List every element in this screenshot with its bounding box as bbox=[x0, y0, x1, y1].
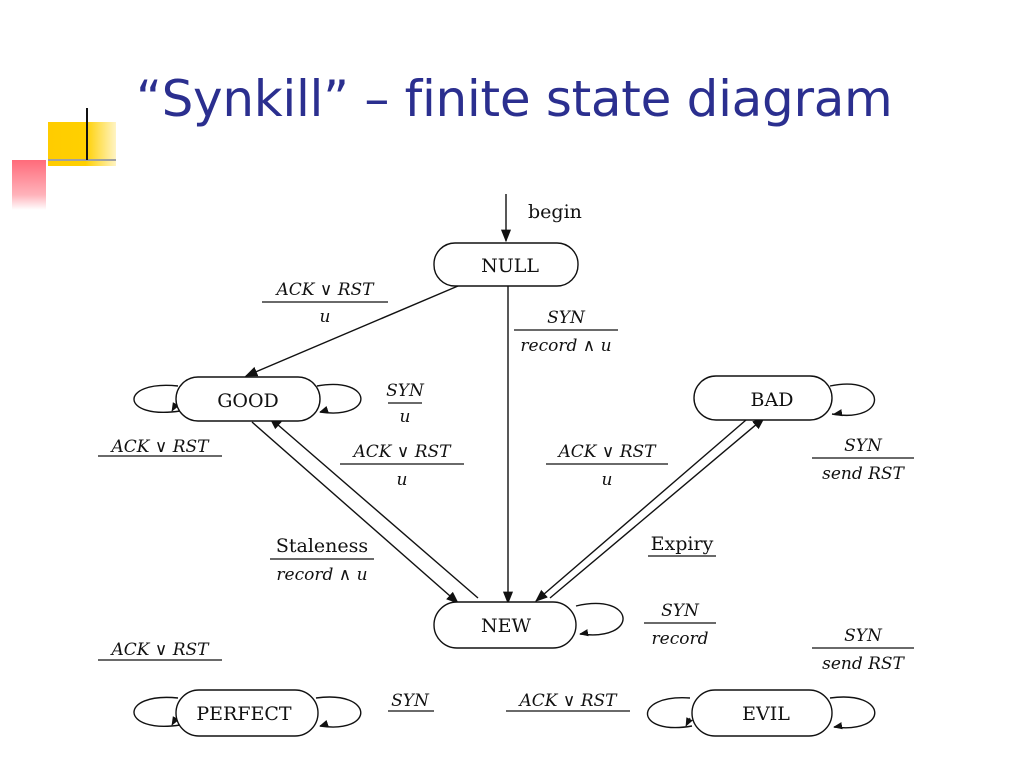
state-new-label: NEW bbox=[481, 615, 531, 637]
state-good-label: GOOD bbox=[217, 390, 279, 412]
loop-perfect-right bbox=[315, 696, 362, 728]
label-new-good-num: ACK ∨ RST bbox=[351, 442, 452, 462]
slide-title: “Synkill” – finite state diagram bbox=[136, 70, 893, 128]
state-new bbox=[433, 601, 577, 649]
label-evil-loop-left: ACK ∨ RST bbox=[517, 691, 618, 711]
label-null-good-num: ACK ∨ RST bbox=[274, 280, 375, 300]
label-evil-loop-right-den: send RST bbox=[822, 654, 905, 674]
label-good-loop-right-den: u bbox=[400, 407, 411, 427]
label-new-loop-num: SYN bbox=[661, 601, 700, 621]
title-decoration-red-block bbox=[12, 160, 46, 210]
label-good-loop-left: ACK ∨ RST bbox=[109, 437, 210, 457]
label-bad-loop-den: send RST bbox=[822, 464, 905, 484]
state-perfect-label: PERFECT bbox=[196, 703, 292, 725]
state-null bbox=[433, 242, 579, 287]
loop-good-right bbox=[316, 383, 362, 414]
state-null-label: NULL bbox=[481, 255, 539, 277]
loop-new-right bbox=[575, 602, 624, 636]
label-new-bad-num: ACK ∨ RST bbox=[556, 442, 657, 462]
state-bad bbox=[693, 375, 833, 421]
title-decoration-bar bbox=[86, 108, 88, 160]
edge-null-to-good bbox=[244, 285, 459, 377]
label-new-good-den: u bbox=[397, 470, 408, 490]
state-perfect bbox=[175, 689, 319, 737]
edge-good-to-new bbox=[251, 421, 459, 604]
begin-label: begin bbox=[528, 201, 582, 223]
label-bad-loop-num: SYN bbox=[844, 436, 883, 456]
label-good-new-den: record ∧ u bbox=[276, 565, 367, 585]
loop-bad-right bbox=[829, 383, 876, 416]
loop-good-left bbox=[133, 384, 181, 413]
edge-bad-to-new bbox=[535, 419, 747, 602]
label-bad-new: Expiry bbox=[651, 533, 714, 555]
edge-new-to-bad bbox=[549, 417, 765, 599]
label-null-new-den: record ∧ u bbox=[520, 336, 611, 356]
title-decoration-yellow-block bbox=[48, 122, 116, 166]
label-new-loop-den: record bbox=[652, 629, 709, 649]
label-null-new-num: SYN bbox=[547, 308, 586, 328]
title-decoration-rule bbox=[48, 159, 116, 161]
loop-evil-right bbox=[829, 696, 876, 729]
state-bad-label: BAD bbox=[751, 389, 794, 411]
loop-evil-left bbox=[646, 697, 693, 729]
loop-perfect-left bbox=[133, 696, 181, 727]
label-good-new-num: Staleness bbox=[276, 535, 368, 557]
label-good-loop-right-num: SYN bbox=[386, 381, 425, 401]
label-perfect-loop-left: ACK ∨ RST bbox=[109, 640, 210, 660]
state-evil bbox=[691, 689, 833, 737]
label-perfect-loop-right: SYN bbox=[391, 691, 430, 711]
label-null-good-den: u bbox=[320, 307, 331, 327]
state-good bbox=[175, 376, 321, 422]
state-evil-label: EVIL bbox=[742, 703, 790, 725]
label-new-bad-den: u bbox=[602, 470, 613, 490]
label-evil-loop-right-num: SYN bbox=[844, 626, 883, 646]
edge-new-to-good bbox=[269, 417, 479, 599]
